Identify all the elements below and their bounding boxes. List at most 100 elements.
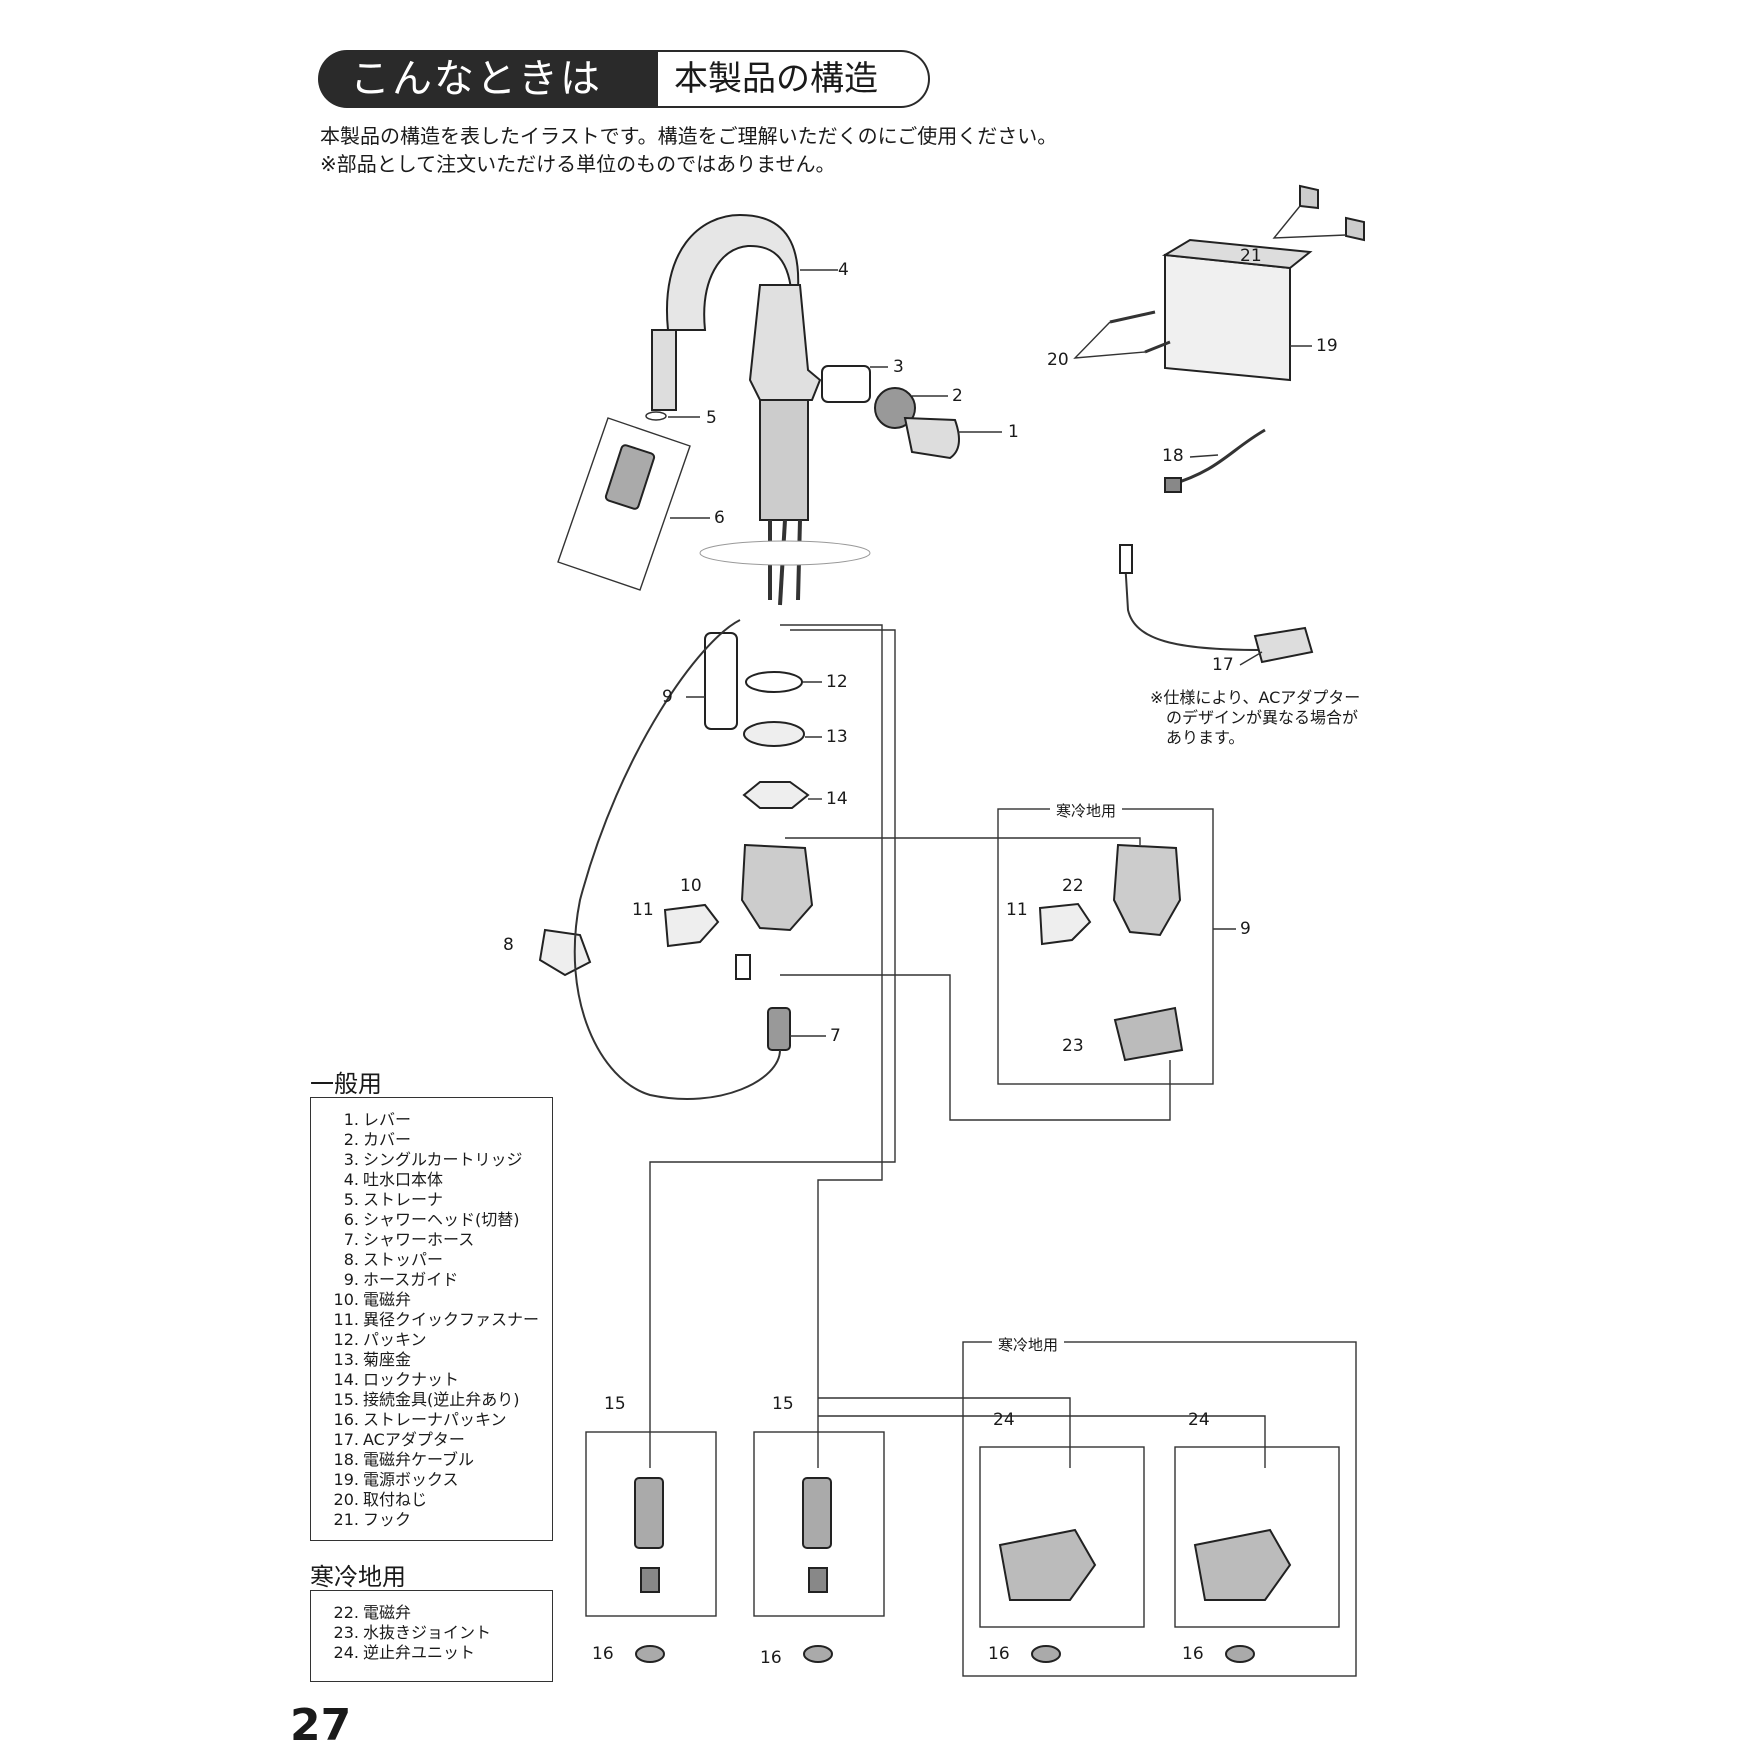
fitting-box-2 (753, 1431, 885, 1617)
legend-item-number: 20. (333, 1490, 359, 1509)
callout-16-c: 16 (988, 1644, 1010, 1664)
screw-1 (1109, 310, 1156, 324)
callout-11-cold: 11 (1006, 900, 1028, 920)
check-valve-unit-1 (998, 1528, 1097, 1601)
legend-general-box: 1.レバー 2.カバー 3.シングルカートリッジ 4.吐水口本体 5.ストレーナ… (310, 1097, 553, 1541)
shower-head-box (557, 417, 691, 591)
solenoid-cable (1169, 428, 1266, 487)
legend-item-name: 異径クイックファスナー (363, 1310, 540, 1329)
legend-item: 1.レバー (311, 1110, 551, 1130)
legend-item: 12.パッキン (311, 1330, 551, 1350)
power-box-top (1161, 238, 1313, 270)
solenoid-cable-plug (735, 954, 751, 980)
ac-adapter-cord (1124, 559, 1261, 651)
connector-line-cold (780, 624, 883, 1468)
cold-region-box-lower (962, 1341, 1357, 1677)
lever (903, 416, 960, 460)
intro-line-2: ※部品として注文いただける単位のものではありません。 (320, 152, 836, 176)
legend-item-number: 23. (333, 1623, 359, 1642)
legend-item-name: シャワーホース (363, 1230, 475, 1249)
strainer-packing-3 (1031, 1645, 1061, 1663)
ac-adapter (1253, 626, 1314, 664)
legend-item: 13.菊座金 (311, 1350, 551, 1370)
fitting-1-nut (640, 1567, 660, 1593)
legend-item-name: 電磁弁 (363, 1290, 412, 1309)
legend-item-number: 4. (343, 1170, 359, 1189)
callout-5: 5 (706, 408, 717, 428)
leader-18 (1189, 454, 1219, 458)
connector-line-hot (649, 629, 896, 1468)
callout-6: 6 (714, 508, 725, 528)
callout-8: 8 (503, 935, 514, 955)
page-number: 27 (290, 1700, 352, 1751)
legend-item-name: シングルカートリッジ (363, 1150, 523, 1169)
quick-fastener (663, 903, 720, 948)
cold-solenoid-valve (1112, 843, 1182, 937)
legend-item-number: 11. (333, 1310, 359, 1329)
connector-line-cold-region-2 (818, 1415, 1266, 1468)
legend-item: 3.シングルカートリッジ (311, 1150, 551, 1170)
callout-16-a: 16 (592, 1644, 614, 1664)
callout-24-b: 24 (1188, 1410, 1210, 1430)
solenoid-valve (740, 843, 814, 932)
legend-item-name: 吐水口本体 (363, 1170, 444, 1189)
callout-3: 3 (893, 357, 904, 377)
legend-item-number: 13. (333, 1350, 359, 1369)
cold-quick-fastener (1038, 902, 1092, 946)
legend-item-name: ストレーナパッキン (363, 1410, 507, 1429)
screw-2 (1144, 340, 1171, 354)
leader-20 (1073, 321, 1146, 359)
legend-item-number: 14. (333, 1370, 359, 1389)
callout-14: 14 (826, 789, 848, 809)
counter-section (699, 540, 871, 566)
callout-9: 9 (662, 687, 673, 707)
shower-hose-end (767, 1007, 791, 1051)
legend-item-number: 3. (343, 1150, 359, 1169)
connector-line-valve-upper (785, 837, 1141, 845)
legend-item-number: 10. (333, 1290, 359, 1309)
legend-item-number: 21. (333, 1510, 359, 1529)
callout-24-a: 24 (993, 1410, 1015, 1430)
callout-23: 23 (1062, 1036, 1084, 1056)
legend-item-name: ACアダプター (363, 1430, 465, 1449)
legend-item: 7.シャワーホース (311, 1230, 551, 1250)
hose-fitting (651, 329, 677, 411)
callout-1: 1 (1008, 422, 1019, 442)
legend-item: 9.ホースガイド (311, 1270, 551, 1290)
legend-item-name: 接続金具(逆止弁あり) (363, 1390, 520, 1409)
legend-item-number: 2. (343, 1130, 359, 1149)
hook-1 (1299, 184, 1319, 210)
ac-note-line-1: ※仕様により、ACアダプター (1150, 688, 1361, 707)
callout-10: 10 (680, 876, 702, 896)
connector-line-cold-region-1 (818, 1397, 1071, 1468)
callout-4: 4 (838, 260, 849, 280)
hook-2 (1345, 216, 1365, 242)
legend-item: 17.ACアダプター (311, 1430, 551, 1450)
cold-region-label-upper: 寒冷地用 (1050, 800, 1123, 821)
connector-line-valve-lower (780, 974, 1171, 1121)
legend-item-number: 17. (333, 1430, 359, 1449)
callout-20: 20 (1047, 350, 1069, 370)
legend-item-name: 取付ねじ (363, 1490, 428, 1509)
legend-item: 4.吐水口本体 (311, 1170, 551, 1190)
legend-item: 24.逆止弁ユニット (311, 1643, 551, 1663)
power-box (1164, 253, 1291, 382)
lock-nut (742, 781, 810, 809)
legend-item-number: 22. (333, 1603, 359, 1622)
callout-11: 11 (632, 900, 654, 920)
callout-16-b: 16 (760, 1648, 782, 1668)
legend-general-title: 一般用 (310, 1070, 382, 1098)
legend-item-name: ストレーナ (363, 1190, 444, 1209)
legend-item-name: シャワーヘッド(切替) (363, 1210, 520, 1229)
legend-item-name: ストッパー (363, 1250, 444, 1269)
fitting-box-1 (585, 1431, 717, 1617)
legend-item-name: 電磁弁ケーブル (363, 1450, 475, 1469)
toothed-washer (743, 721, 805, 747)
legend-item-name: 電磁弁 (363, 1603, 412, 1622)
legend-cold-box: 22.電磁弁 23.水抜きジョイント 24.逆止弁ユニット (310, 1590, 553, 1682)
legend-item: 20.取付ねじ (311, 1490, 551, 1510)
legend-item-number: 7. (343, 1230, 359, 1249)
check-valve-box-2 (1174, 1446, 1340, 1628)
strainer-packing-4 (1225, 1645, 1255, 1663)
